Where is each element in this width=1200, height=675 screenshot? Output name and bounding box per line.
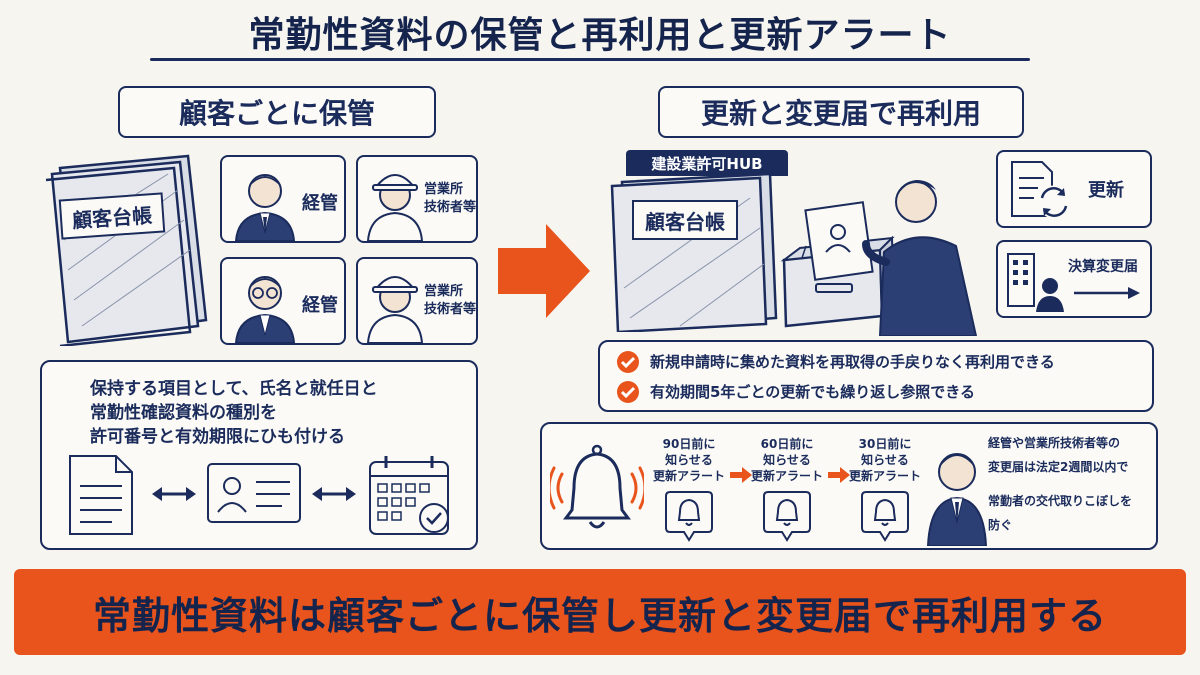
settlement-label: 決算変更届 [1068, 259, 1138, 275]
ledger-label: 顧客台帳 [58, 192, 166, 240]
hub-tag: 建設業許可HUB [626, 150, 788, 176]
card-label-line2: 技術者等 [424, 302, 477, 317]
hardhat-worker-icon [366, 276, 424, 343]
note-line: 防ぐ [988, 518, 1013, 532]
linkage-diagram [69, 455, 449, 535]
note-line: 変更届は法定2週間以内で [988, 460, 1129, 474]
id-card-icon [207, 463, 301, 523]
info-line: 許可番号と有効期限にひも付ける [90, 427, 345, 447]
hardhat-worker-icon [366, 174, 424, 241]
double-arrow-icon [152, 487, 196, 501]
alert-60-line2: 知らせる [763, 453, 811, 467]
ledger-book-icon [610, 172, 778, 332]
alert-30-line2: 知らせる [861, 453, 909, 467]
double-arrow-icon [312, 487, 356, 501]
manager-glasses-icon [234, 276, 296, 343]
card-label: 経管 [302, 295, 338, 316]
arrow-right-icon [1074, 287, 1140, 299]
card-manager-2: 経管 [220, 257, 346, 345]
note-line: 経管や営業所技術者等の [988, 436, 1121, 450]
card-label-line1: 営業所 [424, 182, 464, 197]
info-box: 保持する項目として、氏名と就任日と 常勤性確認資料の種別を 許可番号と有効期限に… [40, 360, 478, 550]
card-label-line1: 営業所 [424, 284, 464, 299]
arrow-right-icon [828, 467, 850, 483]
flow-arrow-icon [498, 224, 590, 318]
left-section-label: 顧客ごとに保管 [118, 86, 436, 138]
alerts-box: 90日前に 知らせる 更新アラート 60日前に 知らせる 更新アラート 30日前… [540, 422, 1158, 550]
card-engineer-1: 営業所 技術者等 [356, 155, 478, 243]
check-circle-icon [617, 351, 639, 373]
bell-bubble-icon [665, 491, 713, 542]
manager-person-icon [234, 174, 296, 241]
calendar-check-icon [369, 456, 449, 535]
summary-banner: 常勤性資料は顧客ごとに保管し更新と変更届で再利用する [14, 569, 1186, 655]
file-cabinet-staff-icon [780, 180, 978, 336]
alert-90-line1: 90日前に [662, 437, 716, 451]
alert-30-line3: 更新アラート [848, 469, 921, 483]
check-item: 新規申請時に集めた資料を再取得の手戻りなく再利用できる [650, 353, 1055, 371]
card-engineer-2: 営業所 技術者等 [356, 257, 478, 345]
building-person-icon [1007, 253, 1064, 312]
alert-30-line1: 30日前に [858, 437, 912, 451]
ringing-bell-icon [550, 444, 644, 529]
ledger-label: 顧客台帳 [632, 200, 738, 240]
check-item: 有効期間5年ごとの更新でも繰り返し参照できる [650, 383, 975, 401]
card-manager-1: 経管 [220, 155, 346, 243]
manager-person-icon [926, 453, 988, 546]
title-underline [150, 58, 1030, 61]
card-label-line2: 技術者等 [424, 200, 477, 215]
check-circle-icon [617, 381, 639, 403]
bell-bubble-icon [763, 491, 811, 542]
alert-90-line3: 更新アラート [652, 469, 725, 483]
page-title: 常勤性資料の保管と再利用と更新アラート [248, 15, 952, 56]
card-label: 経管 [302, 193, 338, 214]
alert-60-line3: 更新アラート [750, 469, 823, 483]
right-section-label: 更新と変更届で再利用 [658, 86, 1024, 138]
ledger-book-icon [45, 154, 208, 346]
settlement-card: 決算変更届 [996, 240, 1152, 318]
checks-box: 新規申請時に集めた資料を再取得の手戻りなく再利用できる 有効期間5年ごとの更新で… [598, 340, 1154, 412]
alert-90-line2: 知らせる [665, 453, 713, 467]
document-icon [69, 455, 133, 535]
info-line: 常勤性確認資料の種別を [90, 403, 277, 423]
info-line: 保持する項目として、氏名と就任日と [90, 379, 378, 399]
bell-bubble-icon [861, 491, 909, 542]
note-line: 常勤者の交代取りこぼしを [988, 494, 1133, 508]
renew-card: 更新 [996, 150, 1152, 228]
document-refresh-icon [1011, 161, 1071, 219]
arrow-right-icon [730, 467, 752, 483]
alert-60-line1: 60日前に [760, 437, 814, 451]
renew-label: 更新 [1088, 180, 1124, 201]
